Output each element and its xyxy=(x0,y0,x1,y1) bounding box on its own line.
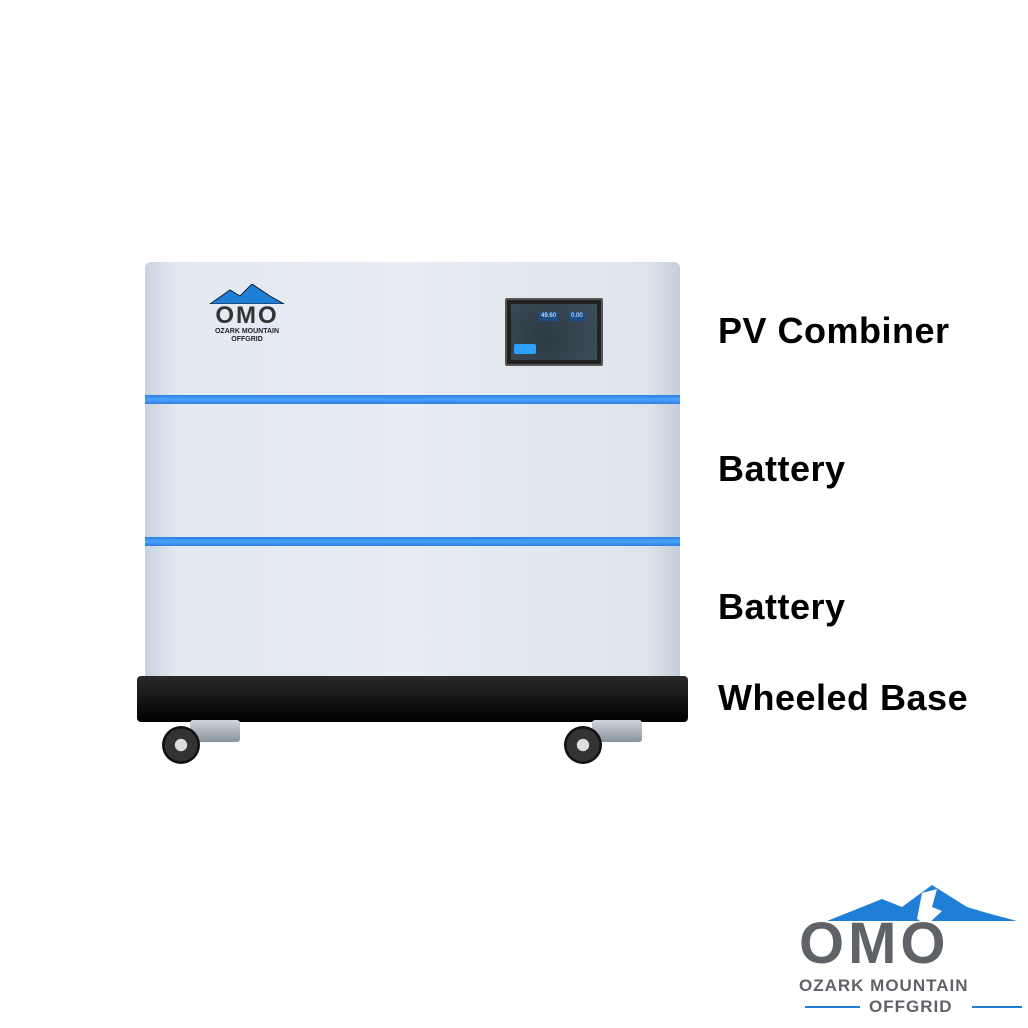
mountain-icon xyxy=(209,284,286,304)
label-wheeled-base: Wheeled Base xyxy=(718,677,969,718)
display-screen[interactable]: 49.60 0.00 xyxy=(505,298,603,366)
logo-mark: OMO xyxy=(799,911,950,976)
label-battery-1: Battery xyxy=(718,448,846,489)
logo-line1: OZARK MOUNTAIN xyxy=(214,328,280,335)
voltage-readout: 49.60 xyxy=(539,312,559,321)
mountain-icon xyxy=(827,885,1017,925)
divider xyxy=(972,1006,1022,1008)
cabinet-logo: OMO OZARK MOUNTAIN OFFGRID xyxy=(200,284,294,344)
battery-level-indicator xyxy=(514,344,536,354)
accent-stripe xyxy=(145,395,680,404)
logo-mark: OMO xyxy=(215,302,279,329)
label-pv-combiner: PV Combiner xyxy=(718,310,950,351)
battery-module-1 xyxy=(145,404,680,537)
label-battery-2: Battery xyxy=(718,586,846,627)
logo-line2: OFFGRID xyxy=(231,336,263,343)
logo-line2: OFFGRID xyxy=(869,997,953,1016)
divider xyxy=(805,1006,860,1008)
current-readout: 0.00 xyxy=(569,312,585,321)
wheeled-base xyxy=(137,676,688,722)
caster-bracket xyxy=(592,720,642,742)
brand-logo: OMO OZARK MOUNTAIN OFFGRID xyxy=(797,885,1028,1025)
caster-bracket xyxy=(190,720,240,742)
logo-line1: OZARK MOUNTAIN xyxy=(799,976,969,995)
wheel xyxy=(162,726,200,764)
battery-module-2 xyxy=(145,546,680,678)
wheel xyxy=(564,726,602,764)
accent-stripe xyxy=(145,537,680,546)
